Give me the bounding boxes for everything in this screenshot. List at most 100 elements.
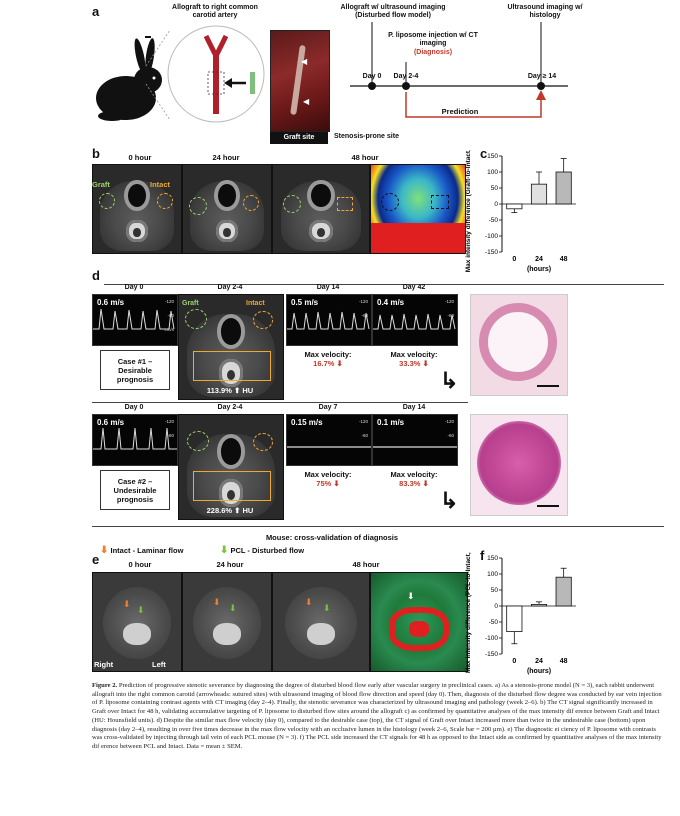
us-case1-day42: 0.4 m/s -120 -60 [372,294,458,346]
chart-f-xlabel: (hours) [527,668,551,675]
case2-hu: 228.6% ⬆ HU [206,506,254,515]
white-arrow-icon: ⬇ [407,591,415,601]
chart-f-ytick-label: 150 [487,555,498,562]
chart-c-bar [530,183,548,205]
allograft-title: Allograft to right common carotid artery [172,4,258,20]
mouse-title: Mouse: cross-validation of diagnosis [265,533,399,542]
panel-d-letter: d [92,268,100,283]
chart-f-ytick-label: -100 [485,635,498,642]
left-label: Left [152,660,166,669]
chart-f-ytick-label: 0 [494,603,498,610]
chart-c-xtick-label: 0 [512,256,516,263]
chart-c-ytick-label: 0 [494,201,498,208]
arrowhead-icon: ◀ [301,57,308,66]
mouse-time-24h: 24 hour [216,560,244,569]
chart-c-ytick-label: 100 [487,169,498,176]
chart-c-ytick-label: -150 [485,249,498,256]
case2-day0: Day 0 [124,404,144,411]
chart-c-xlabel: (hours) [527,266,551,273]
ct-heatmap-48h [370,164,466,254]
mouse-ct-0h: ⬇ ⬇ [92,572,182,672]
time-0h: 0 hour [128,153,152,162]
green-arrow-icon: ⬇ [137,605,145,615]
ct-image-0h [92,164,182,254]
chart-f: Max intensity difference (PCL-to-Intact,… [465,552,576,675]
case1-hu: 113.9% ⬆ HU [206,386,254,395]
chart-c-xtick-label: 48 [560,256,568,263]
arrow-to-histology-icon: ↳ [440,368,459,393]
chart-f-bar [530,604,548,607]
chart-c-xtick-label: 24 [535,256,543,263]
orange-arrow-icon: ⬇ [213,597,221,607]
chart-f-xtick-label: 0 [512,658,516,665]
green-arrow-icon: ⬇ [323,603,331,613]
case1-day42: Day 42 [402,284,426,291]
us-case2-day7: 0.15 m/s -120 -60 [286,414,372,466]
case1-day24: Day 2-4 [217,284,243,291]
right-label: Right [94,660,114,669]
mouse-ct-48h: ⬇ ⬇ [272,572,370,672]
arrowhead-icon: ◀ [303,97,310,106]
timeline-graphic [350,22,568,118]
chart-c-bar [555,171,572,205]
case2-maxvel-day14: Max velocity: 83.3% ⬇ [390,470,438,488]
case2-label: Case #2 – Undesirable prognosis [100,470,170,510]
orange-arrow-icon: ⬇ [100,545,109,556]
chart-f-ylabel: Max intensity difference (PCL-to-Intact,… [465,552,472,673]
legend-intact: ⬇ Intact - Laminar flow [100,545,184,556]
orange-arrow-icon: ⬇ [305,597,313,607]
histology-case1 [470,294,568,396]
caption-title: Figure 2. [92,682,118,689]
surgical-photo: ◀ ◀ [270,30,330,132]
case1-day0: Day 0 [124,284,144,291]
liposome-title: P. liposome injection w/ CT imaging [388,32,478,48]
us-case1-day14: 0.5 m/s -120 -60 [286,294,372,346]
scale-bar [537,385,559,387]
ct-image-48h [272,164,370,254]
chart-c-bar [506,203,523,210]
case1-graft-label: Graft [182,300,199,307]
legend-pcl: ⬇ PCL - Disturbed flow [220,545,305,556]
ct-image-24h [182,164,272,254]
diagnosis-label: (Diagnosis) [413,49,453,56]
timeline-day14: Day ≥ 14 [527,73,557,80]
panel-b-letter: b [92,146,100,161]
graft-site-label: Graft site [270,132,328,144]
case1-label: Case #1 – Desirable prognosis [100,350,170,390]
chart-f-xtick-label: 48 [560,658,568,665]
chart-c-ylabel: Max intensity difference (Graft-to-Intac… [465,150,472,272]
ultrasound-title: Allograft w/ ultrasound imaging (Disturb… [340,4,446,20]
scale-bar [537,505,559,507]
chart-f-bar [506,605,523,633]
case1-day14: Day 14 [316,284,340,291]
mouse-ct-24h: ⬇ ⬇ [182,572,272,672]
case1-maxvel-day14: Max velocity: 16.7% ⬇ [304,350,352,368]
green-arrow-icon: ⬇ [220,545,229,556]
histology-title: Ultrasound imaging w/ histology [507,4,583,20]
case1-maxvel-day42: Max velocity: 33.3% ⬇ [390,350,438,368]
timeline-day24: Day 2-4 [393,73,419,80]
us-case1-day0: 0.6 m/s -120 -60 cm/s [92,294,178,346]
mouse-heatmap-48h: ⬇ [370,572,468,672]
chart-f-ytick-label: -50 [489,619,499,626]
stenosis-site-label: Stenosis-prone site [334,133,399,140]
panel-e-letter: e [92,552,100,567]
ct-case1-day24 [178,294,284,400]
case1-intact-label: Intact [246,300,265,307]
us-case2-day14: 0.1 m/s -120 -60 [372,414,458,466]
mouse-time-48h: 48 hour [352,560,380,569]
rabbit-illustration [96,38,162,121]
green-arrow-icon: ⬇ [229,603,237,613]
intact-label: Intact [150,180,171,189]
orange-arrow-icon: ⬇ [123,599,131,609]
chart-f-xtick-label: 24 [535,658,543,665]
panel-a-letter: a [92,4,100,19]
time-24h: 24 hour [212,153,240,162]
mouse-time-0h: 0 hour [128,560,152,569]
caption-text: Prediction of progressive stenotic sever… [92,682,662,750]
case2-maxvel-day7: Max velocity: 75% ⬇ [304,470,352,488]
chart-c-ytick-label: -50 [489,217,499,224]
chart-c-ytick-label: 150 [487,153,498,160]
speed-label: 0.6 m/s [97,298,125,307]
case2-day14: Day 14 [402,404,426,411]
